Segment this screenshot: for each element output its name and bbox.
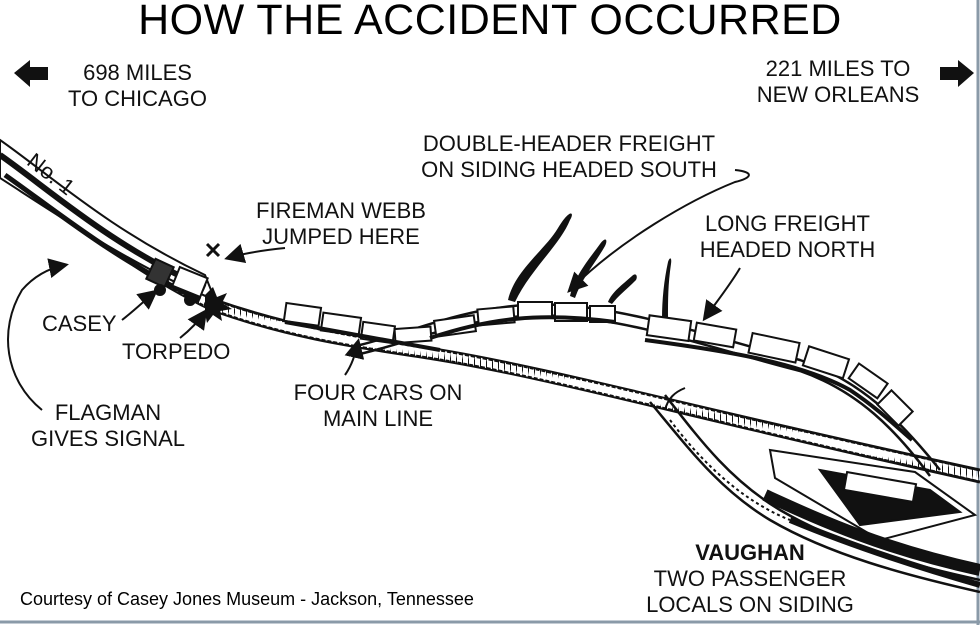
new-orleans-line-2: NEW ORLEANS xyxy=(756,82,920,107)
vaughan-line-2: TWO PASSENGER xyxy=(653,566,847,591)
four-cars-line-1: FOUR CARS ON xyxy=(293,380,463,405)
arrow-vaughan-spot xyxy=(664,387,686,411)
arrow-four-cars xyxy=(344,338,365,376)
four-cars xyxy=(282,301,441,352)
arrow-flagman xyxy=(7,258,69,411)
chicago-line-1: 698 MILES xyxy=(83,60,192,85)
fireman-webb-line-2: JUMPED HERE xyxy=(262,224,420,249)
credit-line: Courtesy of Casey Jones Museum - Jackson… xyxy=(20,589,474,609)
arrow-torpedo xyxy=(179,308,208,339)
long-freight xyxy=(644,314,915,442)
vaughan-station xyxy=(762,448,980,588)
double-header-freight xyxy=(429,301,616,340)
label-miles-to-new-orleans: 221 MILES TO NEW ORLEANS xyxy=(738,56,938,108)
double-header-line-2: ON SIDING HEADED SOUTH xyxy=(421,157,717,182)
double-header-line-1: DOUBLE-HEADER FREIGHT xyxy=(422,131,716,156)
vaughan-line-3: LOCALS ON SIDING xyxy=(646,592,854,617)
train-no-1 xyxy=(0,138,217,306)
arrow-casey xyxy=(121,289,159,321)
label-vaughan: VAUGHAN TWO PASSENGER LOCALS ON SIDING xyxy=(630,540,870,618)
label-fireman-webb: FIREMAN WEBB JUMPED HERE xyxy=(236,198,446,250)
vaughan-station-name: VAUGHAN xyxy=(695,540,805,565)
arrow-long-freight xyxy=(702,267,741,322)
label-miles-to-chicago: 698 MILES TO CHICAGO xyxy=(55,60,220,112)
webb-jump-x-mark xyxy=(205,242,221,258)
flagman-line-2: GIVES SIGNAL xyxy=(30,426,186,451)
arrow-left-icon xyxy=(14,60,48,87)
label-flagman: FLAGMAN GIVES SIGNAL xyxy=(18,400,198,452)
fireman-webb-line-1: FIREMAN WEBB xyxy=(256,198,426,223)
label-four-cars: FOUR CARS ON MAIN LINE xyxy=(278,380,478,432)
leader-arrows xyxy=(7,169,750,411)
new-orleans-line-1: 221 MILES TO xyxy=(765,56,911,81)
arrow-double-header xyxy=(567,169,750,293)
chicago-line-2: TO CHICAGO xyxy=(68,86,207,111)
four-cars-line-2: MAIN LINE xyxy=(322,406,434,431)
diagram-title: HOW THE ACCIDENT OCCURRED xyxy=(138,0,842,44)
arrow-fireman-webb xyxy=(224,243,286,264)
label-torpedo: TORPEDO xyxy=(122,339,231,364)
arrow-right-icon xyxy=(940,60,974,87)
label-casey: CASEY xyxy=(42,311,117,336)
collision-mark xyxy=(205,287,232,323)
long-freight-line-2: HEADED NORTH xyxy=(699,237,876,262)
long-freight-line-1: LONG FREIGHT xyxy=(704,211,870,236)
label-long-freight: LONG FREIGHT HEADED NORTH xyxy=(680,211,895,263)
label-double-header: DOUBLE-HEADER FREIGHT ON SIDING HEADED S… xyxy=(398,131,740,183)
flagman-line-1: FLAGMAN xyxy=(54,400,162,425)
